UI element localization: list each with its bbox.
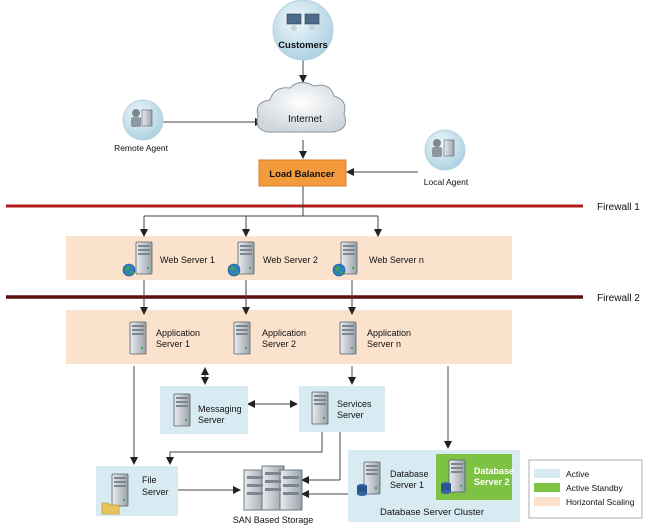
agent-icon: [131, 109, 153, 127]
legend-item-active-standby: Active Standby: [534, 483, 623, 493]
legend-label: Active Standby: [566, 483, 623, 493]
app-server-2-label-line2: Server 2: [262, 339, 296, 349]
app-server-2-label-line1: Application: [262, 328, 306, 338]
globe-icon: [122, 263, 136, 277]
db-cluster-label: Database Server Cluster: [380, 507, 484, 518]
web-server-2: Web Server 2: [227, 241, 318, 277]
db-server-1: Database Server 1: [357, 461, 429, 496]
legend-label: Horizontal Scaling: [566, 497, 635, 507]
remote-agent-label: Remote Agent: [114, 143, 169, 153]
globe-icon: [332, 263, 346, 277]
agent-icon: [432, 139, 455, 157]
database-cluster: Database Server 1 Database Server 2 Data…: [348, 450, 520, 522]
web-server-n: Web Server n: [332, 241, 424, 277]
app-server-n-label-line2: Server n: [367, 339, 401, 349]
app-server-1-label-line2: Server 1: [156, 339, 190, 349]
customers-node: Customers: [272, 0, 334, 61]
services-server-label-line2: Server: [337, 410, 364, 420]
app-server-n-label-line1: Application: [367, 328, 411, 338]
messaging-server-label-line2: Server: [198, 415, 225, 425]
load-balancer-node: Load Balancer: [258, 159, 347, 187]
connectors: [130, 60, 452, 498]
db-server-2-label-line1: Database: [474, 466, 514, 476]
load-balancer-label: Load Balancer: [269, 169, 335, 180]
storage-cabinet-icon: [243, 465, 303, 511]
web-server-2-label: Web Server 2: [263, 255, 318, 265]
firewall-1-label: Firewall 1: [597, 202, 640, 213]
db-server-1-label-line2: Server 1: [390, 480, 424, 490]
file-server: File Server: [96, 466, 178, 516]
database-icon: [357, 484, 367, 496]
legend-item-active: Active: [534, 469, 589, 479]
remote-agent-node: Remote Agent: [114, 99, 169, 153]
db-server-2-label-line2: Server 2: [474, 477, 510, 487]
legend-item-horizontal-scaling: Horizontal Scaling: [534, 497, 635, 507]
db-server-1-label-line1: Database: [390, 469, 429, 479]
web-server-n-label: Web Server n: [369, 255, 424, 265]
services-server: Services Server: [299, 386, 385, 432]
services-server-label-line1: Services: [337, 399, 372, 409]
local-agent-label: Local Agent: [424, 177, 469, 187]
legend-swatch: [534, 497, 560, 506]
database-icon: [441, 482, 451, 494]
web-server-1-label: Web Server 1: [160, 255, 215, 265]
file-server-label-line1: File: [142, 475, 157, 485]
customers-icon: [286, 13, 320, 31]
app-server-2: Application Server 2: [233, 321, 306, 355]
cloud-icon: [256, 82, 346, 133]
internet-label: Internet: [288, 114, 322, 125]
customers-label: Customers: [278, 40, 328, 51]
messaging-server: Messaging Server: [160, 386, 248, 434]
legend: Active Active Standby Horizontal Scaling: [528, 459, 643, 519]
file-server-label-line2: Server: [142, 487, 169, 497]
firewall-2-label: Firewall 2: [597, 293, 640, 304]
san-storage-label: SAN Based Storage: [233, 515, 314, 525]
legend-label: Active: [566, 469, 589, 479]
legend-swatch: [534, 469, 560, 478]
messaging-server-label-line1: Messaging: [198, 404, 242, 414]
legend-swatch: [534, 483, 560, 492]
db-server-2: Database Server 2: [441, 459, 514, 494]
app-server-1-label-line1: Application: [156, 328, 200, 338]
web-server-1: Web Server 1: [122, 241, 215, 277]
local-agent-node: Local Agent: [424, 129, 469, 187]
internet-node: Internet: [256, 82, 346, 133]
folder-icon: [101, 502, 120, 515]
globe-icon: [227, 263, 241, 277]
app-server-1: Application Server 1: [129, 321, 200, 355]
app-server-n: Application Server n: [339, 321, 411, 355]
san-storage: SAN Based Storage: [233, 465, 314, 525]
